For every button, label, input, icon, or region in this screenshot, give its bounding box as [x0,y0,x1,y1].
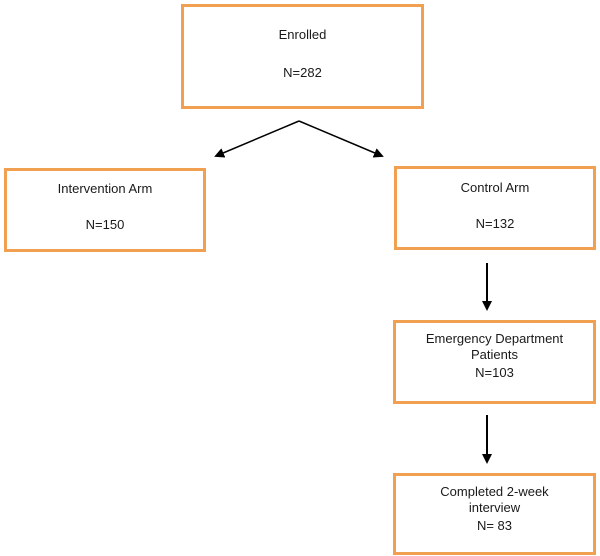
arrow-enrolled-to-control [298,120,384,158]
node-completed-interview: Completed 2-week interview N= 83 [393,473,596,555]
node-ed-label-line-2: Patients [471,347,518,362]
arrow-enrolled-to-intervention [214,120,300,158]
node-completed-label-line-1: Completed 2-week [440,484,549,499]
node-control-label: Control Arm [460,180,530,195]
node-enrolled-label: Enrolled [278,27,327,42]
node-ed-label-line-1: Emergency Department [425,331,564,346]
node-ed-patients: Emergency Department Patients N=103 [393,320,596,404]
node-completed-count: N= 83 [476,518,513,533]
node-intervention-arm: Intervention Arm N=150 [4,168,206,252]
node-control-count: N=132 [475,216,515,231]
node-enrolled-count: N=282 [283,65,322,80]
node-enrolled: Enrolled N=282 [181,4,424,109]
node-ed-count: N=103 [475,365,514,380]
node-intervention-count: N=150 [85,217,125,232]
node-completed-label-line-2: interview [468,500,521,515]
node-intervention-label: Intervention Arm [57,181,153,196]
node-control-arm: Control Arm N=132 [394,166,596,250]
